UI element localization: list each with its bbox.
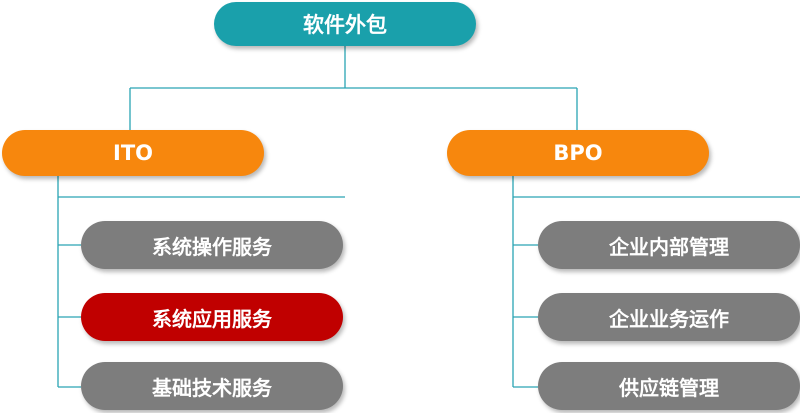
category-bpo-label: BPO xyxy=(553,141,603,165)
ito-item-infrastructure: 基础技术服务 xyxy=(81,362,343,410)
bpo-item-label: 供应链管理 xyxy=(619,375,719,400)
ito-item-system-operation: 系统操作服务 xyxy=(81,221,343,269)
category-bpo: BPO xyxy=(447,130,709,176)
ito-item-system-application: 系统应用服务 xyxy=(81,293,343,341)
ito-item-label: 基础技术服务 xyxy=(152,375,272,400)
root-label: 软件外包 xyxy=(303,13,387,37)
ito-item-label: 系统应用服务 xyxy=(152,306,272,331)
category-ito-label: ITO xyxy=(113,141,153,165)
bpo-item-supply-chain: 供应链管理 xyxy=(538,362,800,410)
bpo-item-business-operation: 企业业务运作 xyxy=(538,293,800,341)
category-ito: ITO xyxy=(2,130,264,176)
bpo-item-label: 企业内部管理 xyxy=(609,234,729,259)
root-node: 软件外包 xyxy=(214,2,476,46)
bpo-item-internal-management: 企业内部管理 xyxy=(538,221,800,269)
ito-item-label: 系统操作服务 xyxy=(152,234,272,259)
bpo-item-label: 企业业务运作 xyxy=(609,306,729,331)
